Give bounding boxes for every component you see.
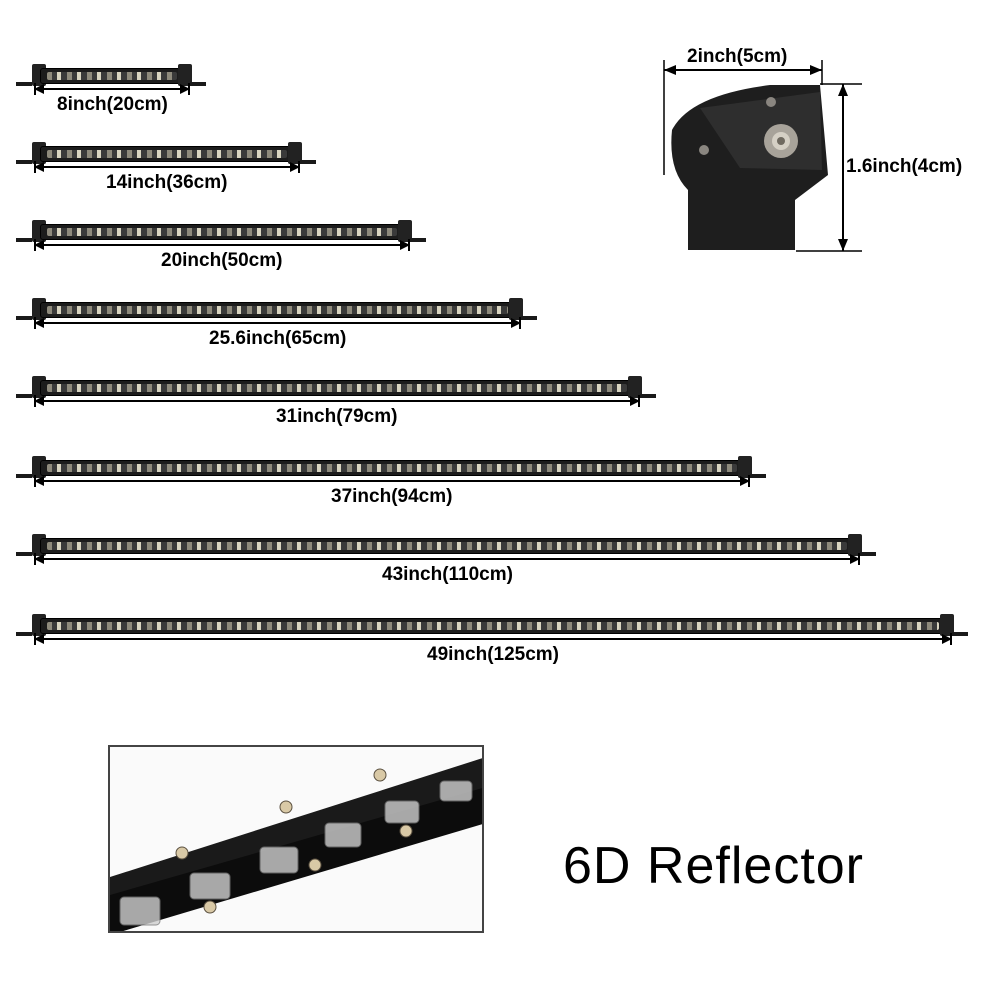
dimension-line	[34, 633, 952, 645]
right-mount-bracket	[848, 534, 862, 556]
bar-length-label: 14inch(36cm)	[106, 172, 228, 193]
led-light-bar	[40, 460, 744, 476]
left-mount-foot	[16, 82, 32, 86]
right-mount-bracket	[509, 298, 523, 320]
right-mount-foot	[300, 160, 316, 164]
right-mount-foot	[521, 316, 537, 320]
right-mount-foot	[952, 632, 968, 636]
led-light-bar	[40, 618, 946, 634]
right-mount-foot	[640, 394, 656, 398]
dimension-line	[34, 553, 860, 565]
dimension-line	[34, 161, 300, 173]
left-mount-foot	[16, 394, 32, 398]
led-light-bar	[40, 224, 404, 240]
led-light-bar	[40, 538, 854, 554]
dimension-line	[34, 395, 640, 407]
bar-length-label: 49inch(125cm)	[427, 644, 560, 665]
bar-length-label: 25.6inch(65cm)	[209, 328, 347, 349]
right-mount-bracket	[940, 614, 954, 636]
dimension-line	[34, 239, 410, 251]
right-mount-foot	[750, 474, 766, 478]
bar-length-label: 43inch(110cm)	[382, 564, 513, 585]
bracket-image	[663, 60, 862, 252]
right-mount-bracket	[398, 220, 412, 242]
left-mount-foot	[16, 632, 32, 636]
led-light-bar	[40, 380, 634, 396]
right-mount-foot	[860, 552, 876, 556]
bar-length-label: 31inch(79cm)	[276, 406, 398, 427]
reflector-closeup-image	[108, 745, 484, 933]
led-light-bar	[40, 302, 515, 318]
bracket-width-label: 2inch(5cm)	[687, 46, 788, 67]
bar-length-label: 20inch(50cm)	[161, 250, 283, 271]
right-mount-foot	[410, 238, 426, 242]
right-mount-foot	[190, 82, 206, 86]
left-mount-foot	[16, 160, 32, 164]
feature-title: 6D Reflector	[563, 837, 864, 895]
left-mount-foot	[16, 474, 32, 478]
right-mount-bracket	[628, 376, 642, 398]
dimension-line	[34, 475, 750, 487]
bar-length-label: 37inch(94cm)	[331, 486, 453, 507]
dimension-line	[34, 83, 190, 95]
bracket-height-label: 1.6inch(4cm)	[846, 156, 963, 177]
left-mount-foot	[16, 238, 32, 242]
left-mount-foot	[16, 552, 32, 556]
right-mount-bracket	[178, 64, 192, 86]
right-mount-bracket	[738, 456, 752, 478]
right-mount-bracket	[288, 142, 302, 164]
dimension-line	[34, 317, 521, 329]
bar-length-label: 8inch(20cm)	[57, 94, 168, 115]
closeup-bar-illustration	[110, 758, 482, 931]
left-mount-foot	[16, 316, 32, 320]
